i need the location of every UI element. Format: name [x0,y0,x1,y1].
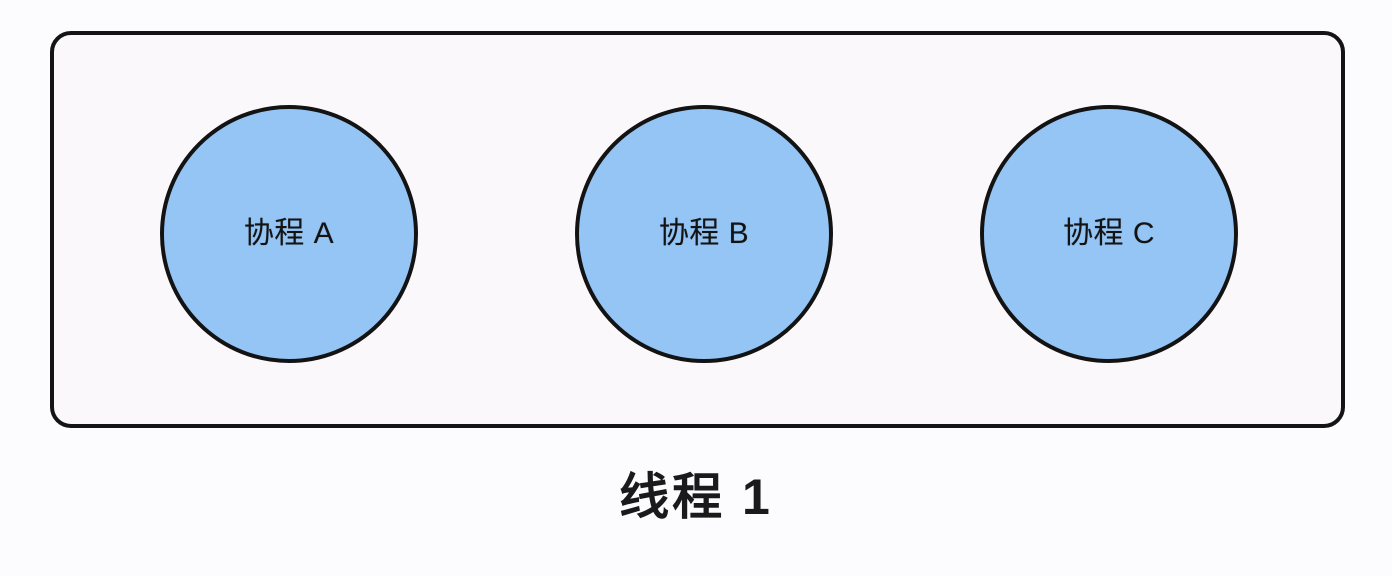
coroutine-node-a: 协程 A [160,105,418,363]
coroutine-node-b-label: 协程 B [658,217,750,250]
coroutine-node-c-label: 协程 C [1063,217,1155,250]
coroutine-row: 协程 A 协程 B 协程 C [54,35,1341,424]
coroutine-node-b: 协程 B [575,105,833,363]
thread-caption: 线程 1 [619,469,773,525]
coroutine-node-c: 协程 C [980,105,1238,363]
thread-container-box: 协程 A 协程 B 协程 C [50,31,1345,428]
coroutine-node-a-label: 协程 A [243,217,335,250]
